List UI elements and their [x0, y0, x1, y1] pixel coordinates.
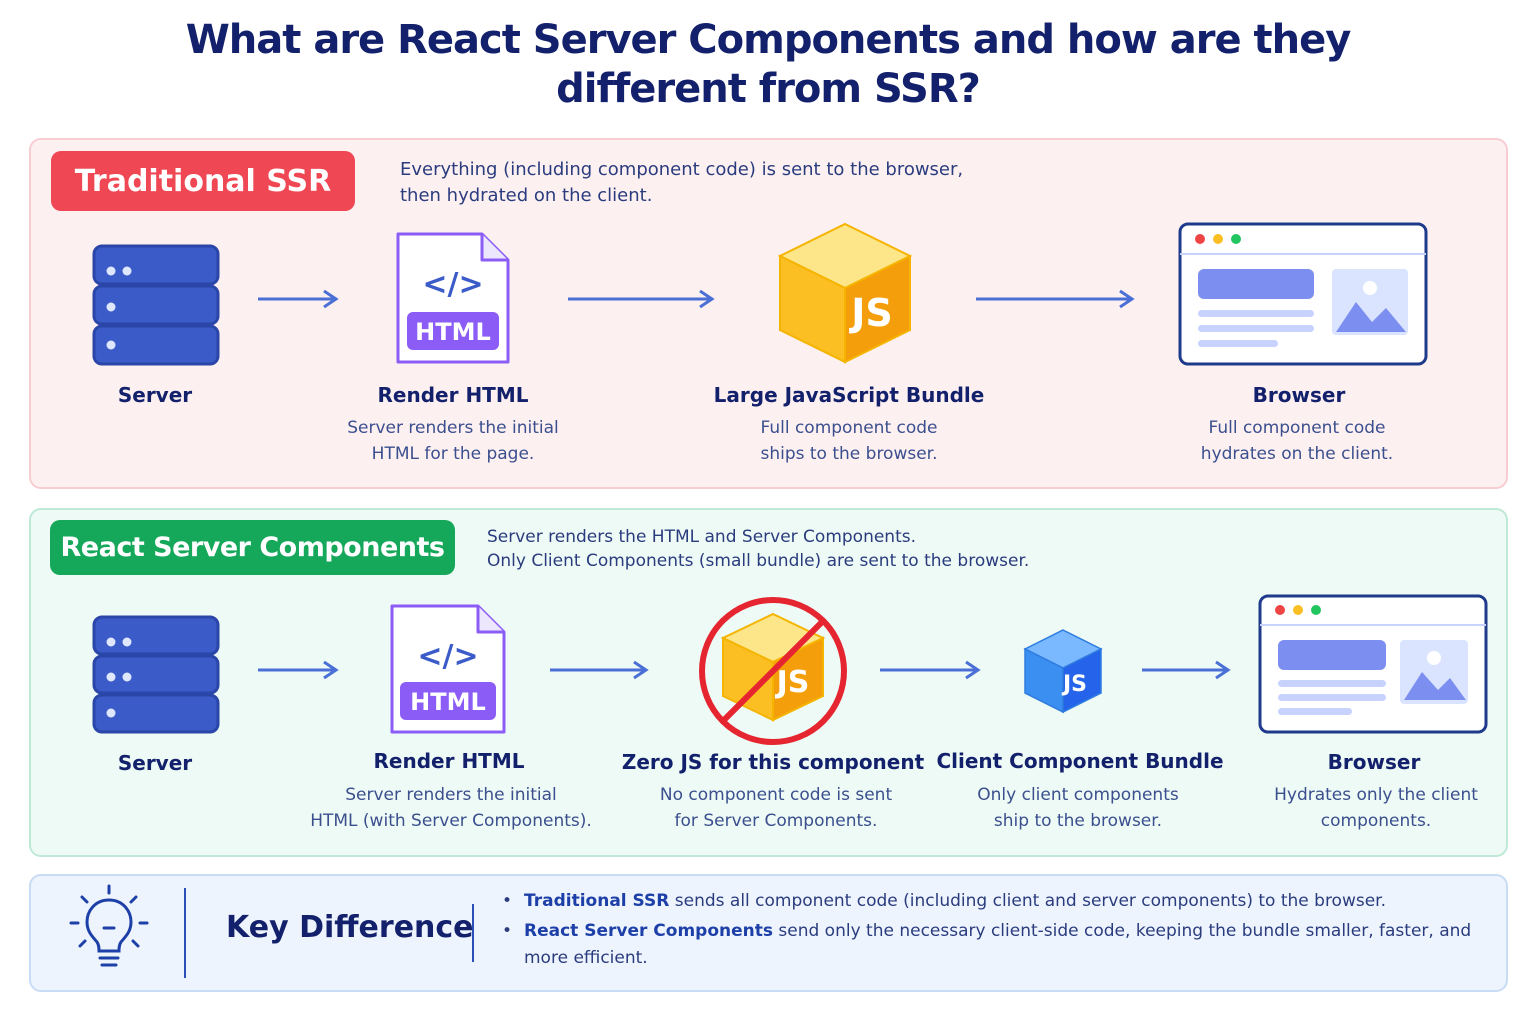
- rsc-description: Server renders the HTML and Server Compo…: [487, 525, 1029, 573]
- ssr-description-line-2: then hydrated on the client.: [400, 185, 653, 206]
- lightbulb-icon: [69, 884, 149, 967]
- rsc-step-zero-js-sub-line-2: for Server Components.: [674, 811, 878, 831]
- arrow-right-icon: [1142, 660, 1231, 680]
- rsc-step-browser-title: Browser: [1327, 750, 1421, 774]
- ssr-description: Everything (including component code) is…: [400, 157, 963, 209]
- rsc-step-client-bundle-sub: Only client components ship to the brows…: [977, 782, 1178, 834]
- arrow-right-icon: [880, 660, 981, 680]
- key-difference-list: Traditional SSR sends all component code…: [500, 888, 1490, 975]
- key-divider-left: [184, 888, 186, 978]
- key-bullet-bold: React Server Components: [524, 921, 773, 941]
- key-bullet-bold: Traditional SSR: [524, 891, 670, 911]
- rsc-description-line-1: Server renders the HTML and Server Compo…: [487, 527, 917, 547]
- ssr-step-render-sub-line-1: Server renders the initial: [347, 418, 559, 438]
- ssr-step-browser-sub: Full component code hydrates on the clie…: [1201, 415, 1393, 467]
- html-file-icon: </> HTML: [390, 604, 506, 734]
- rsc-description-line-2: Only Client Components (small bundle) ar…: [487, 551, 1030, 571]
- ssr-step-render-sub: Server renders the initial HTML for the …: [347, 415, 559, 467]
- ssr-description-line-1: Everything (including component code) is…: [400, 159, 964, 180]
- no-js-label: JS: [775, 665, 810, 700]
- ssr-step-browser-sub-line-2: hydrates on the client.: [1200, 444, 1394, 464]
- html-file-label: HTML: [415, 318, 491, 346]
- key-bullet: React Server Components send only the ne…: [500, 918, 1490, 972]
- arrow-right-icon: [976, 289, 1135, 309]
- key-bullet-text: sends all component code (including clie…: [669, 891, 1387, 911]
- rsc-step-client-bundle-sub-line-2: ship to the browser.: [993, 811, 1163, 831]
- ssr-step-bundle-sub-line-1: Full component code: [760, 418, 938, 438]
- server-icon: [92, 615, 220, 734]
- html-file-icon: </> HTML: [396, 232, 510, 364]
- ssr-step-render-sub-line-2: HTML for the page.: [371, 444, 535, 464]
- rsc-step-render-sub-line-2: HTML (with Server Components).: [310, 811, 592, 831]
- key-difference-title: Key Difference: [226, 910, 474, 945]
- no-js-icon: JS: [699, 597, 847, 745]
- ssr-step-browser-sub-line-1: Full component code: [1208, 418, 1386, 438]
- rsc-step-zero-js-sub: No component code is sent for Server Com…: [660, 782, 892, 834]
- key-bullet: Traditional SSR sends all component code…: [500, 888, 1490, 915]
- rsc-step-browser-sub: Hydrates only the client components.: [1274, 782, 1478, 834]
- arrow-right-icon: [568, 289, 715, 309]
- ssr-step-bundle-sub: Full component code ships to the browser…: [760, 415, 937, 467]
- ssr-step-bundle-title: Large JavaScript Bundle: [713, 383, 985, 407]
- rsc-step-render-sub: Server renders the initial HTML (with Se…: [310, 782, 592, 834]
- key-divider-right: [472, 904, 474, 962]
- ssr-step-server-title: Server: [117, 383, 193, 407]
- small-js-label: JS: [1061, 672, 1087, 697]
- page-title: What are React Server Components and how…: [0, 16, 1536, 114]
- html-file-label: HTML: [410, 688, 486, 716]
- html-code-glyph: </>: [422, 267, 483, 302]
- browser-window-icon: [1258, 594, 1488, 734]
- arrow-right-icon: [550, 660, 649, 680]
- rsc-step-render-title: Render HTML: [373, 749, 525, 773]
- ssr-badge: Traditional SSR: [51, 151, 355, 211]
- rsc-step-render-sub-line-1: Server renders the initial: [345, 785, 557, 805]
- rsc-step-browser-sub-line-1: Hydrates only the client: [1274, 785, 1478, 805]
- rsc-step-server-title: Server: [117, 751, 193, 775]
- js-cube-label: JS: [848, 291, 893, 335]
- ssr-step-render-title: Render HTML: [377, 383, 529, 407]
- page-title-line-2: different from SSR?: [556, 66, 981, 112]
- server-icon: [92, 244, 220, 366]
- rsc-step-browser-sub-line-2: components.: [1320, 811, 1432, 831]
- arrow-right-icon: [258, 660, 339, 680]
- browser-window-icon: [1178, 222, 1428, 366]
- key-bullet-text: send only the necessary client-side code…: [524, 921, 1472, 968]
- small-js-cube-icon: JS: [1023, 629, 1103, 714]
- html-code-glyph: </>: [417, 639, 478, 674]
- rsc-badge: React Server Components: [50, 520, 455, 575]
- rsc-step-client-bundle-title: Client Component Bundle: [936, 749, 1224, 773]
- ssr-step-browser-title: Browser: [1252, 383, 1346, 407]
- rsc-step-zero-js-sub-line-1: No component code is sent: [659, 785, 893, 805]
- rsc-step-client-bundle-sub-line-1: Only client components: [977, 785, 1179, 805]
- ssr-step-bundle-sub-line-2: ships to the browser.: [760, 444, 938, 464]
- arrow-right-icon: [258, 289, 339, 309]
- rsc-step-zero-js-title: Zero JS for this component: [621, 750, 925, 774]
- page-title-line-1: What are React Server Components and how…: [185, 17, 1352, 63]
- js-cube-icon: JS: [777, 222, 913, 364]
